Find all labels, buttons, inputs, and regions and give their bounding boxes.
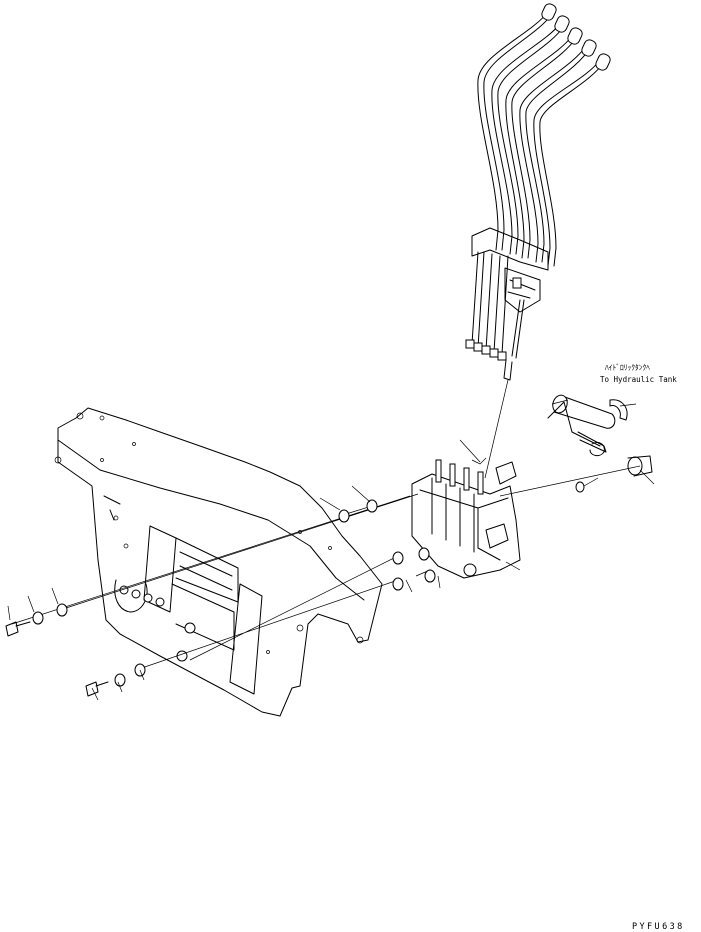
drawing-code: PYFU638 (632, 922, 685, 932)
control-lever-assembly (465, 3, 611, 381)
fasteners (5, 465, 641, 701)
control-valve-block (411, 439, 521, 579)
mounting-plate (54, 407, 383, 717)
tank-label-en: To Hydraulic Tank (600, 375, 677, 384)
return-hose-assembly (547, 394, 655, 493)
tank-label-jp: ﾊｲﾄﾞﾛﾘｯｸﾀﾝｸﾍ (605, 363, 650, 372)
leader-line (484, 379, 509, 479)
